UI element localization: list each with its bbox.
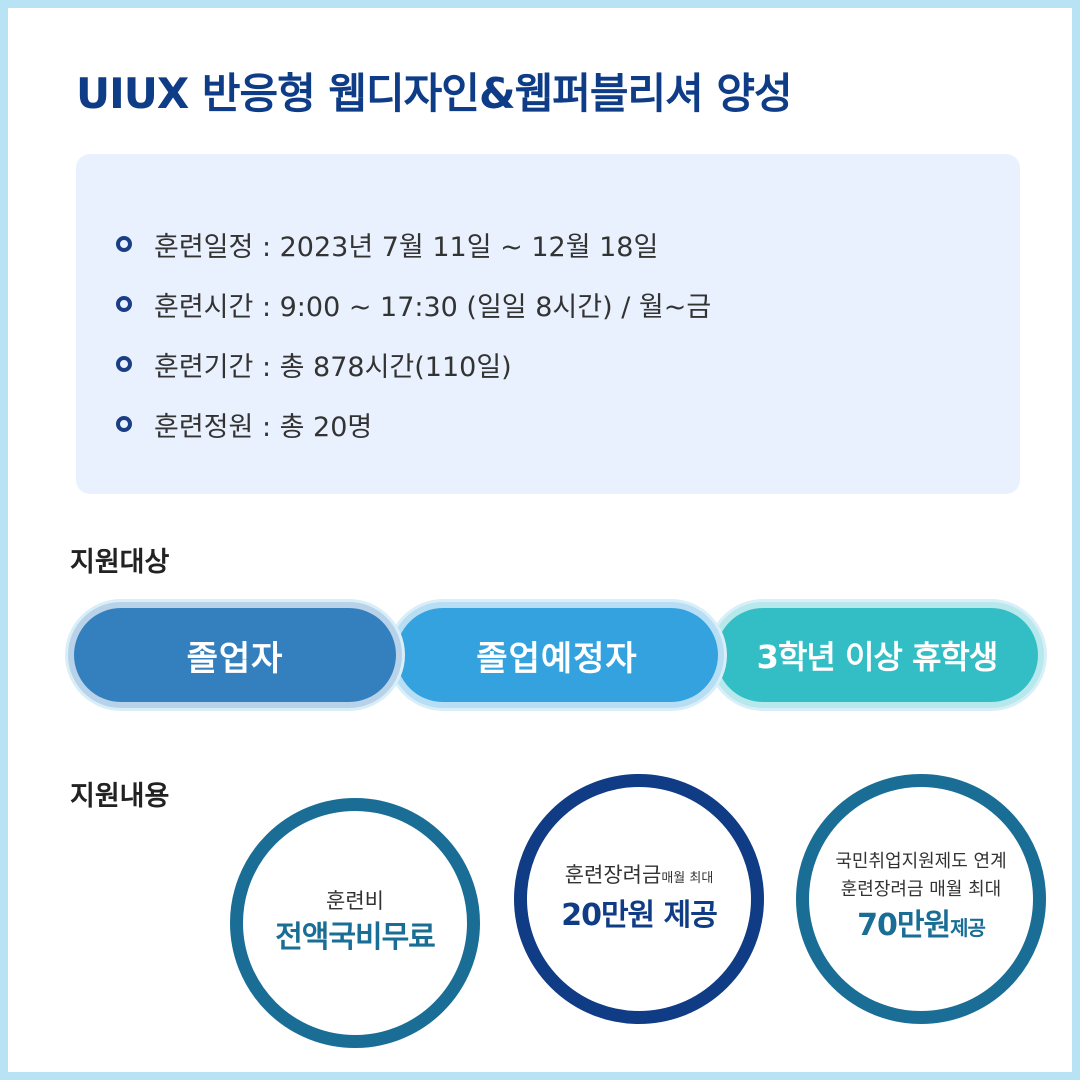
info-capacity-text: 훈련정원 : 총 20명 (154, 411, 373, 443)
tuition-free-text: 전액국비무료 (275, 920, 436, 955)
target-section-label: 지원대상 (70, 547, 170, 578)
allowance-caption: 훈련장려금매월 최대 (565, 860, 714, 894)
target-graduate-pill: 졸업자 (68, 602, 402, 708)
employment-caption-2: 훈련장려금 매월 최대 (840, 879, 1002, 900)
training-info-list: 훈련일정 : 2023년 7월 11일 ~ 12월 18일 훈련시간 : 9:0… (116, 214, 711, 454)
training-info-box: 훈련일정 : 2023년 7월 11일 ~ 12월 18일 훈련시간 : 9:0… (76, 154, 1020, 494)
bullet-icon (116, 356, 132, 372)
target-leave-student-pill: 3학년 이상 휴학생 (710, 602, 1044, 708)
target-expected-graduate-pill: 졸업예정자 (390, 602, 724, 708)
employment-caption-1: 국민취업지원제도 연계 (835, 851, 1007, 872)
allowance-caption-sub: 매월 최대 (661, 871, 714, 886)
bullet-icon (116, 236, 132, 252)
info-period: 훈련기간 : 총 878시간(110일) (116, 334, 711, 394)
employment-amount-text: 70만원제공 (857, 904, 986, 950)
bullet-icon (116, 416, 132, 432)
allowance-caption-main: 훈련장려금 (564, 863, 662, 887)
info-period-text: 훈련기간 : 총 878시간(110일) (154, 351, 512, 383)
page-title: UIUX 반응형 웹디자인&웹퍼블리셔 양성 (76, 69, 793, 118)
allowance-amount-text: 20만원 제공 (561, 898, 718, 933)
support-tuition-circle: 훈련비 전액국비무료 (230, 798, 480, 1048)
employment-amount-value: 70만원 (857, 908, 951, 943)
support-section-label: 지원내용 (70, 781, 170, 812)
employment-amount-suffix: 제공 (950, 916, 986, 940)
info-hours: 훈련시간 : 9:00 ~ 17:30 (일일 8시간) / 월~금 (116, 274, 711, 334)
info-schedule: 훈련일정 : 2023년 7월 11일 ~ 12월 18일 (116, 214, 711, 274)
info-capacity: 훈련정원 : 총 20명 (116, 394, 711, 454)
tuition-caption: 훈련비 (326, 889, 384, 913)
info-schedule-text: 훈련일정 : 2023년 7월 11일 ~ 12월 18일 (154, 231, 659, 263)
info-hours-text: 훈련시간 : 9:00 ~ 17:30 (일일 8시간) / 월~금 (154, 291, 712, 323)
support-allowance-circle: 훈련장려금매월 최대 20만원 제공 (514, 774, 764, 1024)
support-employment-circle: 국민취업지원제도 연계 훈련장려금 매월 최대 70만원제공 (796, 774, 1046, 1024)
bullet-icon (116, 296, 132, 312)
